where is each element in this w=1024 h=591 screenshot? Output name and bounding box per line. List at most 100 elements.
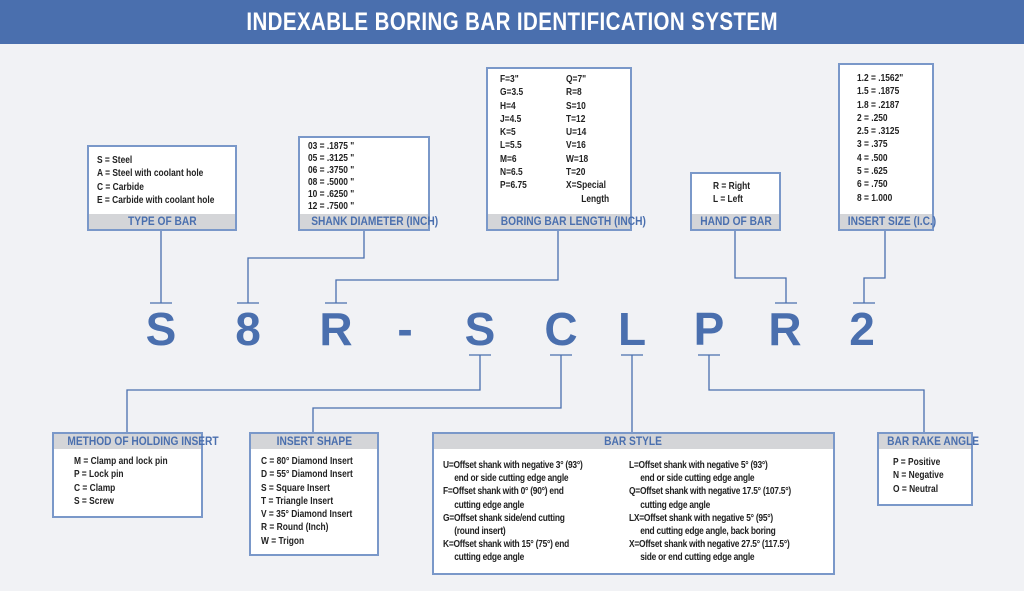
- code-letter-rake: P: [693, 303, 725, 355]
- code-letter-hand: R: [768, 303, 802, 355]
- legend-item: U=Offset shank with negative 3° (93°): [443, 459, 583, 471]
- legend-item: T = Triangle Insert: [261, 494, 334, 507]
- bar-rake-angle-box: BAR RAKE ANGLE P = Positive N = Negative…: [877, 432, 979, 506]
- legend-item: H=4: [500, 99, 516, 112]
- box-header: SHANK DIAMETER (INCH): [300, 214, 438, 229]
- code-letter-type: S: [145, 303, 177, 355]
- box-header: BORING BAR LENGTH (INCH): [488, 214, 646, 229]
- legend-item: G=3.5: [500, 86, 524, 99]
- legend-item: P = Positive: [893, 456, 941, 468]
- legend-item: W = Trigon: [261, 534, 305, 547]
- box-header: INSERT SIZE (I.C.): [840, 214, 936, 229]
- legend-item: V=16: [566, 139, 586, 152]
- legend-item: L=Offset shank with negative 5° (93°): [629, 459, 768, 471]
- legend-item: M=6: [500, 152, 517, 165]
- legend-item: Length: [581, 192, 610, 205]
- legend-item: K=5: [500, 126, 516, 139]
- code-letter-holding: S: [464, 303, 496, 355]
- legend-item: X=Special: [566, 179, 606, 192]
- legend-item: G=Offset shank side/end cutting: [443, 511, 565, 524]
- legend-item: R = Round (Inch): [261, 521, 329, 534]
- legend-item: J=4.5: [500, 112, 522, 125]
- legend-item: 8 = 1.000: [857, 191, 893, 204]
- legend-item: 10 = .6250 ": [308, 188, 355, 200]
- legend-item: C = Clamp: [74, 481, 116, 494]
- legend-item: S = Screw: [74, 494, 114, 507]
- legend-item: U=14: [566, 126, 587, 139]
- legend-item: 1.5 = .1875: [857, 85, 900, 98]
- box-header: INSERT SHAPE: [251, 434, 377, 449]
- legend-item: LX=Offset shank with negative 5° (95°): [629, 511, 773, 524]
- legend-item: 05 = .3125 ": [308, 152, 355, 164]
- legend-item: T=20: [566, 166, 586, 179]
- legend-item: Q=7": [566, 73, 587, 85]
- legend-item: X=Offset shank with negative 27.5° (117.…: [629, 538, 790, 551]
- legend-item: F=3": [500, 73, 519, 85]
- legend-item: F=Offset shank with 0° (90°) end: [443, 485, 564, 498]
- code-dash: -: [397, 303, 413, 355]
- code-letter-shape: C: [544, 303, 578, 355]
- legend-item: P=6.75: [500, 179, 527, 192]
- legend-item: N = Negative: [893, 469, 944, 482]
- legend-item: end or side cutting edge angle: [454, 472, 569, 485]
- legend-item: 03 = .1875 ": [308, 140, 355, 152]
- legend-item: A = Steel with coolant hole: [97, 167, 204, 180]
- legend-item: D = 55° Diamond Insert: [261, 468, 353, 481]
- legend-item: W=18: [566, 152, 589, 165]
- legend-item: V = 35° Diamond Insert: [261, 508, 353, 521]
- legend-item: 06 = .3750 ": [308, 164, 355, 176]
- legend-item: N=6.5: [500, 166, 523, 179]
- legend-item: (round insert): [454, 525, 506, 538]
- legend-item: C = 80° Diamond Insert: [261, 455, 353, 467]
- code-letter-style: L: [617, 303, 647, 355]
- legend-item: Q=Offset shank with negative 17.5° (107.…: [629, 485, 791, 498]
- code-letter-shank: 8: [235, 303, 261, 355]
- type-of-bar-box: S = Steel A = Steel with coolant hole C …: [87, 145, 237, 231]
- legend-item: 12 = .7500 ": [308, 200, 355, 212]
- legend-item: end cutting edge angle, back boring: [640, 525, 776, 538]
- legend-item: K=Offset shank with 15° (75°) end: [443, 538, 569, 551]
- legend-item: M = Clamp and lock pin: [74, 455, 168, 467]
- legend-item: 5 = .625: [857, 165, 888, 178]
- hand-of-bar-box: R = Right L = Left HAND OF BAR: [690, 172, 781, 231]
- legend-item: 6 = .750: [857, 178, 888, 191]
- legend-item: L=5.5: [500, 139, 522, 152]
- legend-item: 1.2 = .1562": [857, 72, 904, 84]
- legend-item: S = Steel: [97, 154, 133, 166]
- box-header: BAR STYLE: [434, 434, 833, 449]
- legend-item: P = Lock pin: [74, 468, 124, 481]
- code-letter-size: 2: [849, 303, 875, 355]
- legend-item: 3 = .375: [857, 138, 888, 151]
- legend-item: R=8: [566, 86, 582, 99]
- legend-item: S = Square Insert: [261, 481, 330, 494]
- box-header: HAND OF BAR: [692, 214, 779, 229]
- legend-item: O = Neutral: [893, 482, 939, 495]
- shank-diameter-box: 03 = .1875 " 05 = .3125 " 06 = .3750 " 0…: [298, 136, 438, 231]
- holding-method-box: METHOD OF HOLDING INSERT M = Clamp and l…: [52, 432, 219, 518]
- legend-item: E = Carbide with coolant hole: [97, 193, 215, 206]
- legend-item: side or end cutting edge angle: [640, 551, 755, 564]
- page-title: INDEXABLE BORING BAR IDENTIFICATION SYST…: [0, 0, 1024, 44]
- code-letter-length: R: [319, 303, 353, 355]
- legend-item: 1.8 = .2187: [857, 98, 900, 111]
- box-header: METHOD OF HOLDING INSERT: [54, 434, 219, 449]
- box-header: BAR RAKE ANGLE: [879, 434, 979, 449]
- legend-item: 4 = .500: [857, 151, 888, 164]
- box-header: TYPE OF BAR: [89, 214, 235, 229]
- legend-item: L = Left: [713, 193, 743, 206]
- legend-item: 2.5 = .3125: [857, 125, 900, 138]
- legend-item: cutting edge angle: [640, 498, 711, 511]
- insert-size-box: 1.2 = .1562" 1.5 = .1875 1.8 = .2187 2 =…: [838, 63, 936, 231]
- legend-item: R = Right: [713, 180, 751, 192]
- legend-item: S=10: [566, 99, 586, 112]
- boring-bar-length-box: F=3" G=3.5 H=4 J=4.5 K=5 L=5.5 M=6 N=6.5…: [486, 67, 646, 231]
- legend-item: T=12: [566, 112, 586, 125]
- legend-item: C = Carbide: [97, 180, 144, 193]
- legend-item: 08 = .5000 ": [308, 176, 355, 188]
- legend-item: cutting edge angle: [454, 551, 525, 564]
- bar-style-box: BAR STYLE U=Offset shank with negative 3…: [432, 432, 835, 575]
- legend-item: end or side cutting edge angle: [640, 472, 755, 485]
- legend-item: 2 = .250: [857, 111, 888, 124]
- legend-item: cutting edge angle: [454, 498, 525, 511]
